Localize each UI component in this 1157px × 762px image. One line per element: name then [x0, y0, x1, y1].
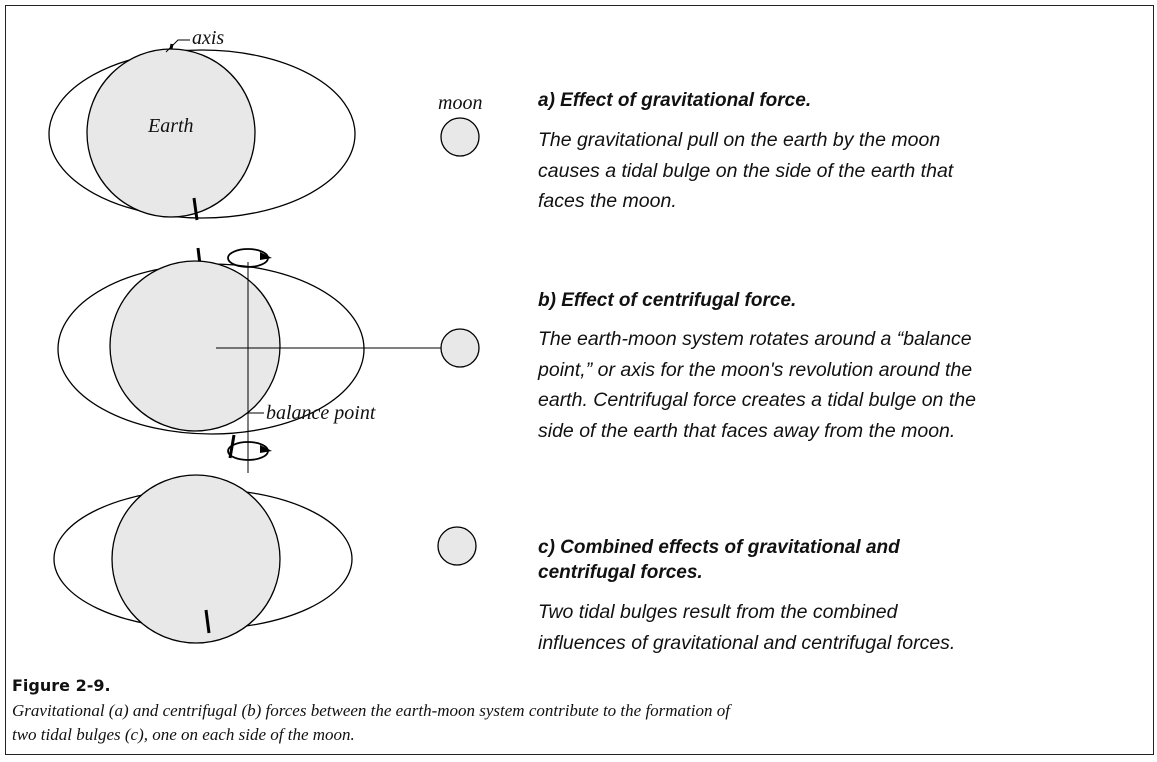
earth-label: Earth — [147, 115, 194, 137]
moon-circle-c — [437, 526, 477, 566]
moon-circle-a — [440, 117, 480, 157]
moon-label: moon — [438, 92, 482, 114]
panel-b-line-3: earth. Centrifugal force creates a tidal… — [538, 389, 976, 411]
panel-c-line-2: influences of gravitational and centrifu… — [538, 631, 956, 654]
panel-b-drawing: balance point — [57, 247, 480, 473]
panel-a-text: a) Effect of gravitational force. The gr… — [538, 88, 1138, 217]
figure-caption-line-1: Gravitational (a) and centrifugal (b) fo… — [12, 701, 730, 720]
panel-b-heading: b) Effect of centrifugal force. — [538, 290, 797, 311]
earth-circle-c — [111, 474, 281, 644]
earth-axis-bottom — [192, 197, 199, 221]
rotation-arrow-bottom-head — [260, 445, 272, 453]
panel-c-heading-line-2: centrifugal forces. — [538, 562, 703, 583]
panel-b-line-1: The earth-moon system rotates around a “… — [538, 328, 972, 350]
figure-number: Figure 2-9. — [12, 676, 111, 695]
panel-b-line-2: point,” or axis for the moon's revolutio… — [538, 358, 973, 381]
panel-a-drawing: axis Earth moon — [48, 27, 482, 221]
figure-caption-line-2: two tidal bulges (c), one on each side o… — [12, 725, 355, 744]
panel-a-line-1: The gravitational pull on the earth by t… — [538, 129, 941, 151]
panel-b-line-4: side of the earth that faces away from t… — [538, 419, 956, 442]
earth-circle — [86, 48, 256, 218]
panel-a-line-3: faces the moon. — [538, 190, 677, 212]
figure-caption: Gravitational (a) and centrifugal (b) fo… — [12, 699, 872, 747]
earth-circle-b — [109, 260, 281, 432]
earth-axis-bottom-c — [204, 609, 211, 634]
panel-b-text: b) Effect of centrifugal force. The eart… — [538, 288, 1138, 446]
rotation-arrow-top-head — [260, 252, 272, 260]
panel-c-heading-line-1: c) Combined effects of gravitational and — [538, 537, 900, 558]
panel-c-line-1: Two tidal bulges result from the combine… — [538, 601, 898, 623]
panel-c-text: c) Combined effects of gravitational and… — [538, 535, 1138, 658]
panel-a-line-2: causes a tidal bulge on the side of the … — [538, 159, 954, 182]
panel-a-heading: a) Effect of gravitational force. — [538, 90, 812, 111]
panel-c-drawing — [53, 474, 477, 644]
axis-leader-line — [165, 39, 190, 53]
axis-label: axis — [192, 27, 224, 49]
balance-point-label: balance point — [266, 402, 376, 424]
moon-circle-b — [440, 328, 480, 368]
